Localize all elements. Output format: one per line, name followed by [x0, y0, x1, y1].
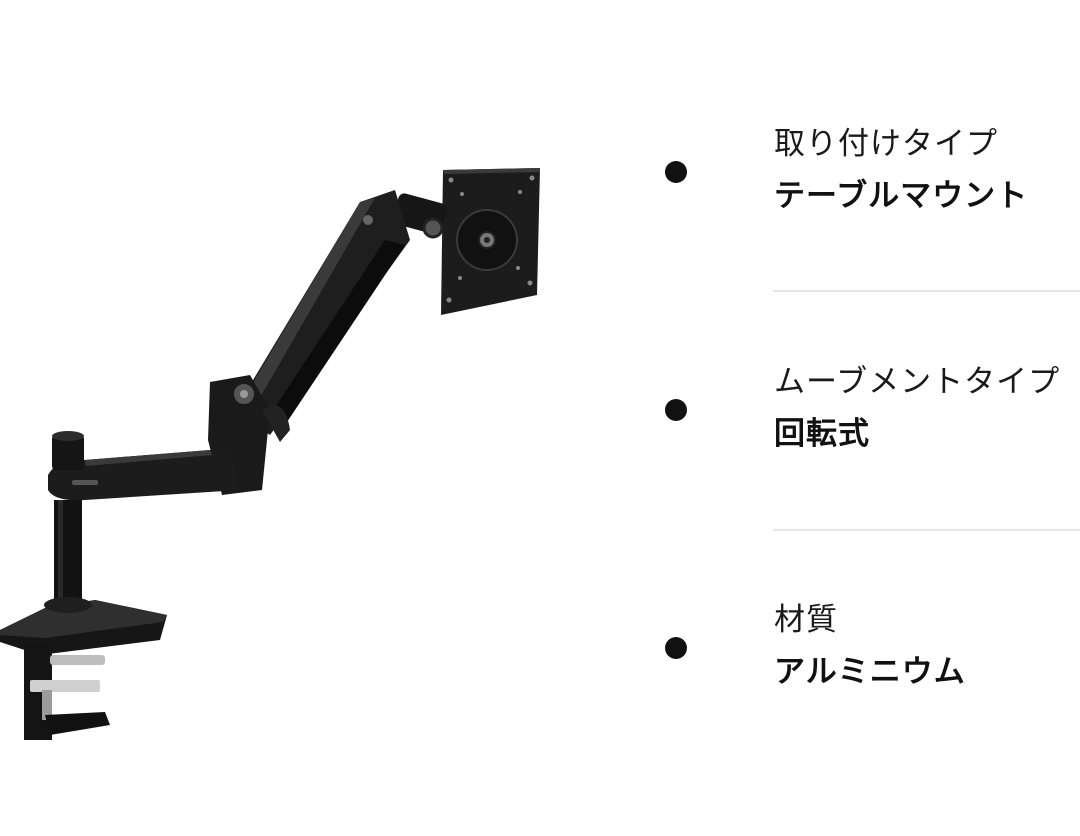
divider	[773, 529, 1080, 531]
base	[0, 597, 167, 655]
divider	[773, 290, 1080, 292]
product-image-monitor-arm	[0, 150, 560, 750]
spec-label: 材質	[774, 602, 838, 638]
monitor-arm-illustration	[0, 168, 540, 740]
spec-value: 回転式	[774, 416, 870, 452]
vesa-plate	[441, 168, 540, 315]
upper-arm	[235, 190, 410, 435]
lower-arm	[48, 450, 240, 501]
spec-row-mount-type: 取り付けタイプ テーブルマウント	[660, 118, 1080, 218]
spec-value: アルミニウム	[774, 654, 966, 690]
spec-value: テーブルマウント	[774, 178, 1029, 214]
bullet-icon	[665, 637, 687, 659]
spec-row-movement-type: ムーブメントタイプ 回転式	[660, 356, 1080, 456]
spec-label: ムーブメントタイプ	[774, 364, 1061, 400]
desk-clamp	[24, 645, 110, 740]
pole	[52, 431, 84, 610]
spec-row-material: 材質 アルミニウム	[660, 594, 1080, 694]
bullet-icon	[665, 399, 687, 421]
bullet-icon	[665, 161, 687, 183]
spec-label: 取り付けタイプ	[774, 126, 998, 162]
tilt-joint	[393, 193, 447, 239]
